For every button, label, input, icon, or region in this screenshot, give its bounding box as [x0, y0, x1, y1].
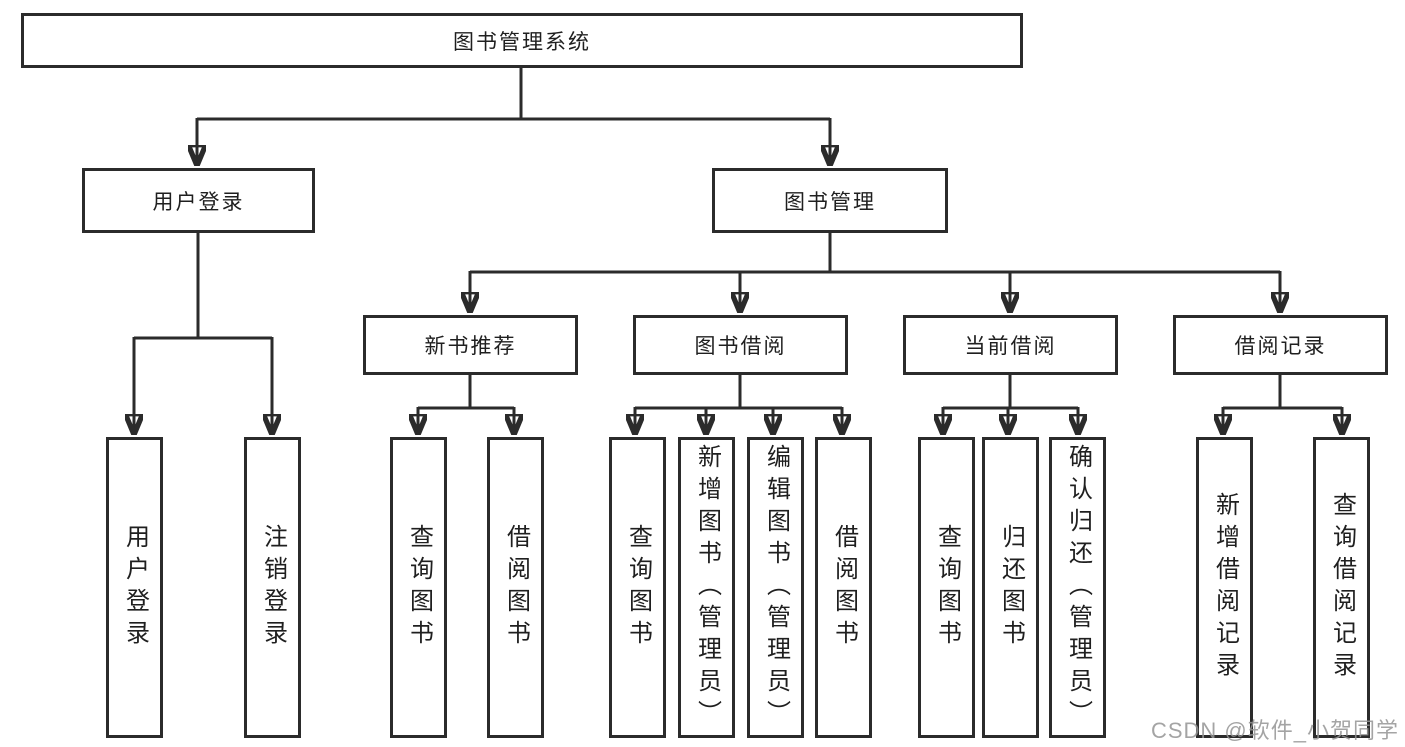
node-label: 新增图书（管理员） [693, 443, 721, 732]
node-label: 借阅记录 [1234, 335, 1327, 358]
node-label: 查询图书 [624, 523, 652, 652]
node-leaf-logout: 注销登录 [244, 437, 301, 738]
node-library-system: 图书管理系统 [21, 13, 1023, 68]
node-label: 图书管理 [784, 190, 876, 214]
node-label: 借阅图书 [502, 523, 530, 652]
node-book-management: 图书管理 [712, 168, 948, 233]
node-leaf-add-borrow-record: 新增借阅记录 [1196, 437, 1253, 738]
node-label: 图书管理系统 [453, 30, 591, 54]
node-label: 查询图书 [405, 523, 433, 652]
node-leaf-query-books: 查询图书 [609, 437, 666, 738]
node-label: 注销登录 [259, 523, 287, 652]
node-leaf-confirm-return-admin: 确认归还（管理员） [1049, 437, 1106, 738]
node-book-borrowing: 图书借阅 [633, 315, 848, 375]
node-new-book-recommend: 新书推荐 [363, 315, 578, 375]
node-label: 编辑图书（管理员） [762, 443, 790, 732]
node-leaf-edit-books-admin: 编辑图书（管理员） [747, 437, 804, 738]
node-leaf-borrow-books: 借阅图书 [487, 437, 544, 738]
node-label: 归还图书 [997, 523, 1025, 652]
node-leaf-return-books: 归还图书 [982, 437, 1039, 738]
node-current-borrowing: 当前借阅 [903, 315, 1118, 375]
node-leaf-add-books-admin: 新增图书（管理员） [678, 437, 735, 738]
node-label: 用户登录 [152, 190, 245, 214]
node-label: 查询图书 [933, 523, 961, 652]
node-label: 查询借阅记录 [1328, 491, 1356, 684]
node-label: 新增借阅记录 [1211, 491, 1239, 684]
node-leaf-borrow-books: 借阅图书 [815, 437, 872, 738]
node-leaf-user-login: 用户登录 [106, 437, 163, 738]
node-user-login: 用户登录 [82, 168, 315, 233]
csdn-watermark: CSDN @软件_小贺同学 [1150, 718, 1399, 743]
node-label: 确认归还（管理员） [1064, 443, 1092, 732]
node-label: 当前借阅 [964, 335, 1057, 358]
node-label: 用户登录 [121, 523, 149, 652]
node-leaf-query-borrow-record: 查询借阅记录 [1313, 437, 1370, 738]
node-leaf-query-books: 查询图书 [390, 437, 447, 738]
node-leaf-query-books: 查询图书 [918, 437, 975, 738]
node-label: 图书借阅 [694, 335, 787, 358]
node-label: 借阅图书 [830, 523, 858, 652]
node-borrowing-records: 借阅记录 [1173, 315, 1388, 375]
node-label: 新书推荐 [424, 335, 517, 358]
